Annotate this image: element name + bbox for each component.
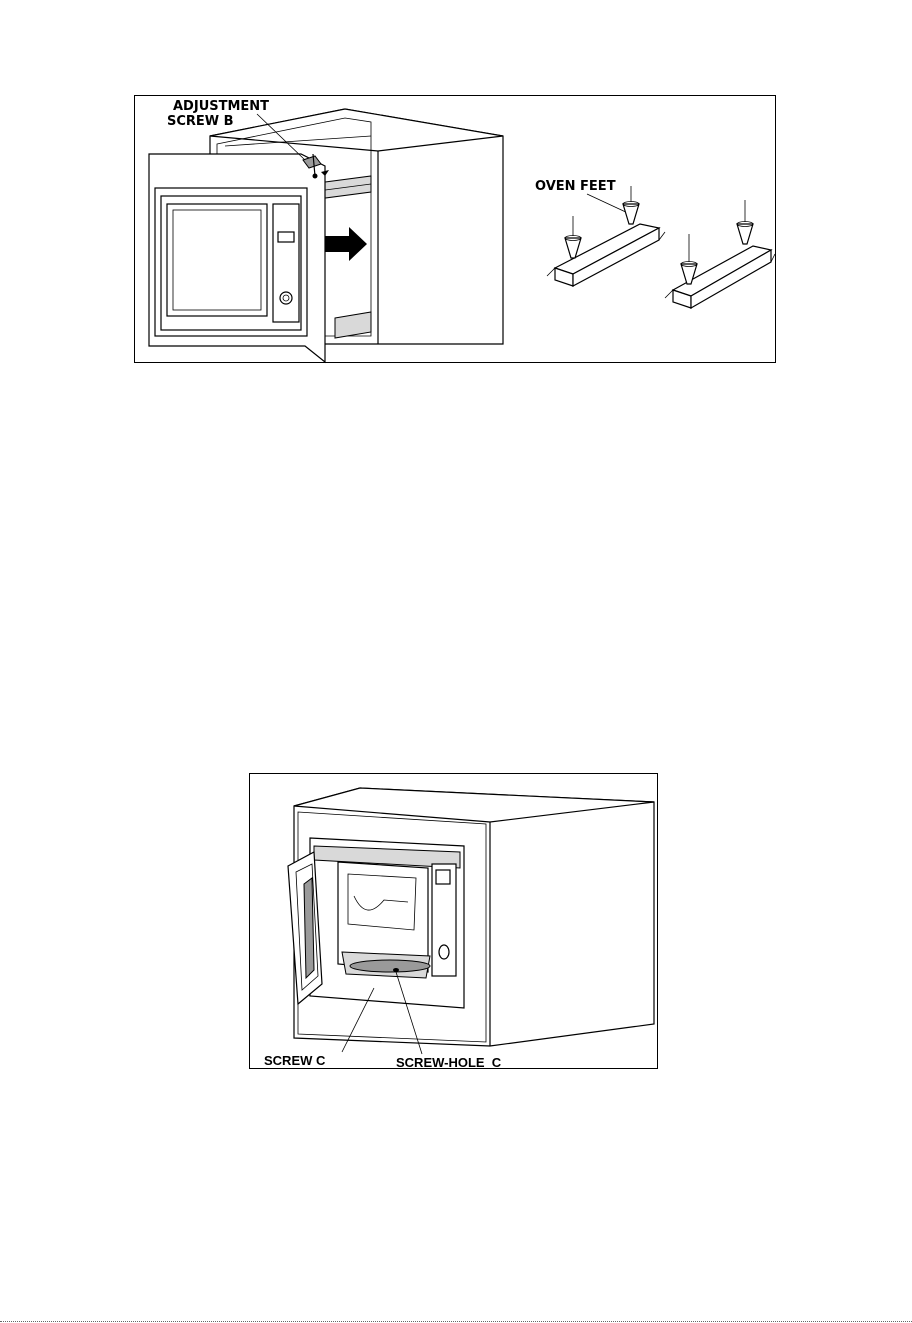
oven-foot-bracket-right [665, 200, 775, 308]
label-oven-feet: OVEN FEET [535, 179, 616, 194]
figure-oven-installation: ADJUSTMENT SCREW B OVEN FEET [134, 95, 776, 363]
oven-installation-drawing: ADJUSTMENT SCREW B OVEN FEET [135, 96, 777, 364]
oven-foot-bracket-left [547, 186, 665, 286]
label-screw-c: SCREW C [264, 1053, 326, 1068]
screw-c-icon [393, 968, 399, 972]
label-screw-b: SCREW B [167, 114, 234, 129]
screw-fixing-drawing: SCREW C SCREW-HOLE C [250, 774, 659, 1070]
label-screw-hole-c: SCREW-HOLE C [396, 1055, 502, 1070]
oven-body [310, 838, 464, 1008]
figure-screw-fixing: SCREW C SCREW-HOLE C [249, 773, 658, 1069]
oven-front-trim [149, 154, 325, 362]
label-adjustment: ADJUSTMENT [173, 99, 269, 114]
page-bottom-rule [0, 1321, 912, 1322]
